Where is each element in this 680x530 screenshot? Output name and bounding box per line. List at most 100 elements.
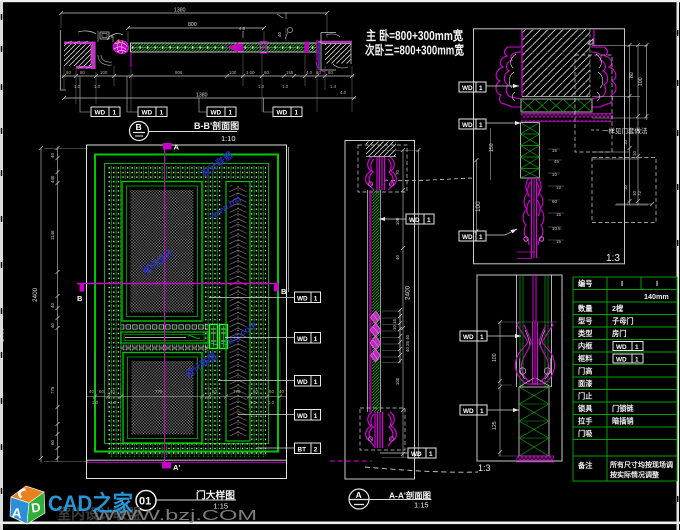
svg-text:1:10: 1:10 bbox=[221, 134, 236, 143]
svg-text:40: 40 bbox=[89, 389, 94, 394]
svg-text:面漆: 面漆 bbox=[578, 379, 593, 388]
svg-text:45: 45 bbox=[554, 159, 559, 164]
svg-text:16: 16 bbox=[552, 148, 557, 153]
svg-text:60: 60 bbox=[253, 389, 258, 394]
svg-text:40: 40 bbox=[395, 255, 400, 260]
svg-text:8: 8 bbox=[111, 34, 114, 39]
svg-text:一样见门套做法: 一样见门套做法 bbox=[602, 126, 648, 135]
svg-text:70: 70 bbox=[395, 170, 400, 175]
svg-text:60: 60 bbox=[50, 440, 55, 445]
svg-text:1: 1 bbox=[427, 217, 431, 224]
svg-text:WD: WD bbox=[297, 295, 308, 302]
svg-text:40: 40 bbox=[277, 32, 282, 37]
svg-text:门吸: 门吸 bbox=[578, 429, 593, 438]
svg-text:2: 2 bbox=[314, 446, 318, 453]
svg-text:数量: 数量 bbox=[578, 304, 593, 313]
svg-text:4.0: 4.0 bbox=[306, 70, 313, 75]
svg-text:D: D bbox=[30, 499, 41, 515]
svg-text:125: 125 bbox=[492, 421, 498, 430]
svg-text:40 25 40: 40 25 40 bbox=[405, 334, 410, 352]
svg-text:15: 15 bbox=[556, 212, 561, 217]
svg-text:1380: 1380 bbox=[196, 93, 208, 99]
svg-text:10 15: 10 15 bbox=[392, 318, 397, 330]
svg-text:100: 100 bbox=[100, 70, 108, 75]
svg-text:40: 40 bbox=[50, 303, 55, 308]
svg-text:Ⅰ: Ⅰ bbox=[621, 279, 623, 288]
svg-text:2400: 2400 bbox=[32, 287, 39, 302]
svg-text:72: 72 bbox=[637, 191, 642, 196]
svg-text:2樘: 2樘 bbox=[612, 304, 624, 313]
svg-text:所有尺寸均按现场调: 所有尺寸均按现场调 bbox=[610, 460, 673, 469]
svg-text:1.0: 1.0 bbox=[258, 84, 265, 89]
svg-text:Ⅰ: Ⅰ bbox=[656, 279, 658, 288]
svg-text:40: 40 bbox=[110, 389, 115, 394]
svg-text:B: B bbox=[77, 294, 83, 303]
svg-text:80: 80 bbox=[629, 72, 635, 78]
svg-text:1146: 1146 bbox=[50, 230, 55, 240]
svg-text:800: 800 bbox=[188, 22, 197, 28]
svg-text:150: 150 bbox=[489, 143, 495, 152]
svg-text:1:15: 1:15 bbox=[414, 501, 429, 510]
svg-text:型号: 型号 bbox=[578, 317, 592, 326]
svg-text:类型: 类型 bbox=[578, 329, 592, 338]
svg-text:1: 1 bbox=[635, 344, 639, 351]
svg-text:A: A bbox=[11, 504, 23, 521]
svg-text:1.0: 1.0 bbox=[92, 400, 99, 405]
svg-text:门止: 门止 bbox=[578, 392, 592, 401]
svg-text:15: 15 bbox=[556, 239, 561, 244]
svg-text:775: 775 bbox=[50, 386, 55, 394]
svg-text:BT: BT bbox=[298, 446, 307, 453]
svg-text:B: B bbox=[136, 122, 142, 132]
svg-text:10: 10 bbox=[623, 140, 628, 145]
svg-text:60: 60 bbox=[552, 199, 557, 204]
svg-text:40: 40 bbox=[279, 389, 284, 394]
svg-text:WD: WD bbox=[462, 85, 473, 92]
svg-text:775: 775 bbox=[155, 389, 163, 394]
svg-text:按实际情况调整: 按实际情况调整 bbox=[610, 470, 659, 479]
svg-text:1: 1 bbox=[480, 334, 484, 341]
svg-text:10.5: 10.5 bbox=[552, 226, 561, 231]
svg-text:房门: 房门 bbox=[611, 329, 626, 338]
svg-text:1380: 1380 bbox=[174, 8, 186, 14]
svg-text:100: 100 bbox=[395, 377, 400, 385]
svg-text:100: 100 bbox=[475, 201, 482, 212]
svg-text:编号: 编号 bbox=[578, 279, 592, 288]
svg-text:WD: WD bbox=[409, 217, 420, 224]
svg-text:60: 60 bbox=[328, 70, 333, 75]
svg-text:子母门: 子母门 bbox=[612, 317, 634, 326]
svg-text:440: 440 bbox=[50, 175, 55, 183]
svg-text:WD: WD bbox=[95, 110, 106, 117]
svg-text:室内设计联盟: 室内设计联盟 bbox=[57, 506, 141, 522]
svg-text:60: 60 bbox=[66, 70, 71, 75]
svg-text:10: 10 bbox=[552, 172, 557, 177]
svg-text:1:3: 1:3 bbox=[478, 463, 491, 473]
svg-text:140mm: 140mm bbox=[644, 292, 669, 301]
svg-text:100: 100 bbox=[492, 353, 498, 362]
svg-text:WD: WD bbox=[463, 334, 474, 341]
svg-text:2400: 2400 bbox=[405, 285, 412, 300]
svg-text:60: 60 bbox=[212, 389, 217, 394]
svg-text:80: 80 bbox=[80, 70, 85, 75]
svg-text:框料: 框料 bbox=[578, 354, 593, 363]
svg-text:40: 40 bbox=[50, 153, 55, 158]
svg-text:775: 775 bbox=[233, 389, 241, 394]
svg-text:CAD之家: CAD之家 bbox=[48, 491, 134, 516]
svg-text:拉手: 拉手 bbox=[578, 417, 592, 426]
svg-text:100: 100 bbox=[229, 70, 237, 75]
svg-text:次卧三=800+300mm宽: 次卧三=800+300mm宽 bbox=[365, 43, 464, 58]
svg-text:1:3: 1:3 bbox=[606, 253, 620, 264]
svg-text:A: A bbox=[174, 143, 180, 152]
svg-text:1.0: 1.0 bbox=[94, 84, 101, 89]
svg-text:155: 155 bbox=[286, 70, 294, 75]
svg-text:1.0: 1.0 bbox=[110, 400, 117, 405]
svg-text:1.0: 1.0 bbox=[250, 400, 257, 405]
svg-text:100: 100 bbox=[395, 217, 400, 225]
svg-text:1.0: 1.0 bbox=[74, 84, 81, 89]
svg-text:暗插销: 暗插销 bbox=[612, 417, 634, 426]
svg-text:60: 60 bbox=[316, 70, 321, 75]
svg-text:60: 60 bbox=[264, 70, 269, 75]
svg-text:门锁链: 门锁链 bbox=[612, 404, 634, 413]
svg-text:10: 10 bbox=[632, 151, 637, 156]
svg-text:1.0: 1.0 bbox=[282, 84, 289, 89]
svg-text:B-B'剖面图: B-B'剖面图 bbox=[194, 120, 239, 131]
